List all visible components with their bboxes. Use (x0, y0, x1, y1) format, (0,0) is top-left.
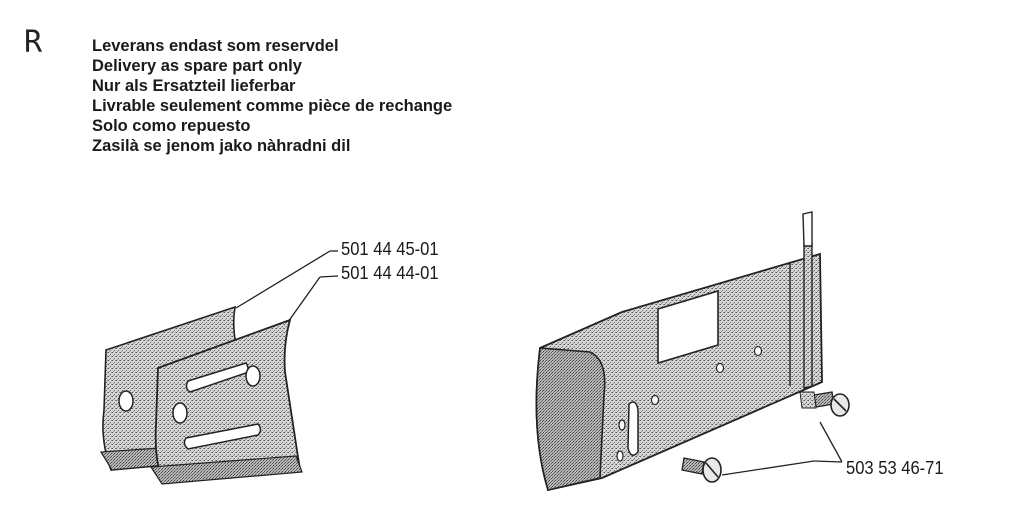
notice-german: Nur als Ersatzteil lieferbar (92, 76, 296, 95)
notice-french: Livrable seulement comme pièce de rechan… (92, 96, 453, 115)
notice-spanish: Solo como repuesto (92, 116, 251, 135)
notice-czech: Zasilà se jenom jako nàhradni dil (92, 136, 351, 155)
cover-plate-drawing-icon (535, 211, 850, 492)
notice-swedish: Leverans endast som reservdel (92, 36, 339, 55)
spare-part-marker-icon: R (24, 25, 43, 60)
screw-icon (681, 457, 722, 483)
part-number-inner-plate: 501 44 44-01 (341, 263, 439, 283)
notice-english: Delivery as spare part only (92, 56, 302, 75)
part-number-screw: 503 53 46-71 (846, 458, 944, 478)
spare-part-notice-list: Leverans endast som reservdel Delivery a… (92, 36, 463, 156)
screw-icon (799, 391, 850, 417)
part-number-outer-plate: 501 44 45-01 (341, 239, 439, 259)
chain-guide-plates-drawing-icon (99, 250, 339, 485)
